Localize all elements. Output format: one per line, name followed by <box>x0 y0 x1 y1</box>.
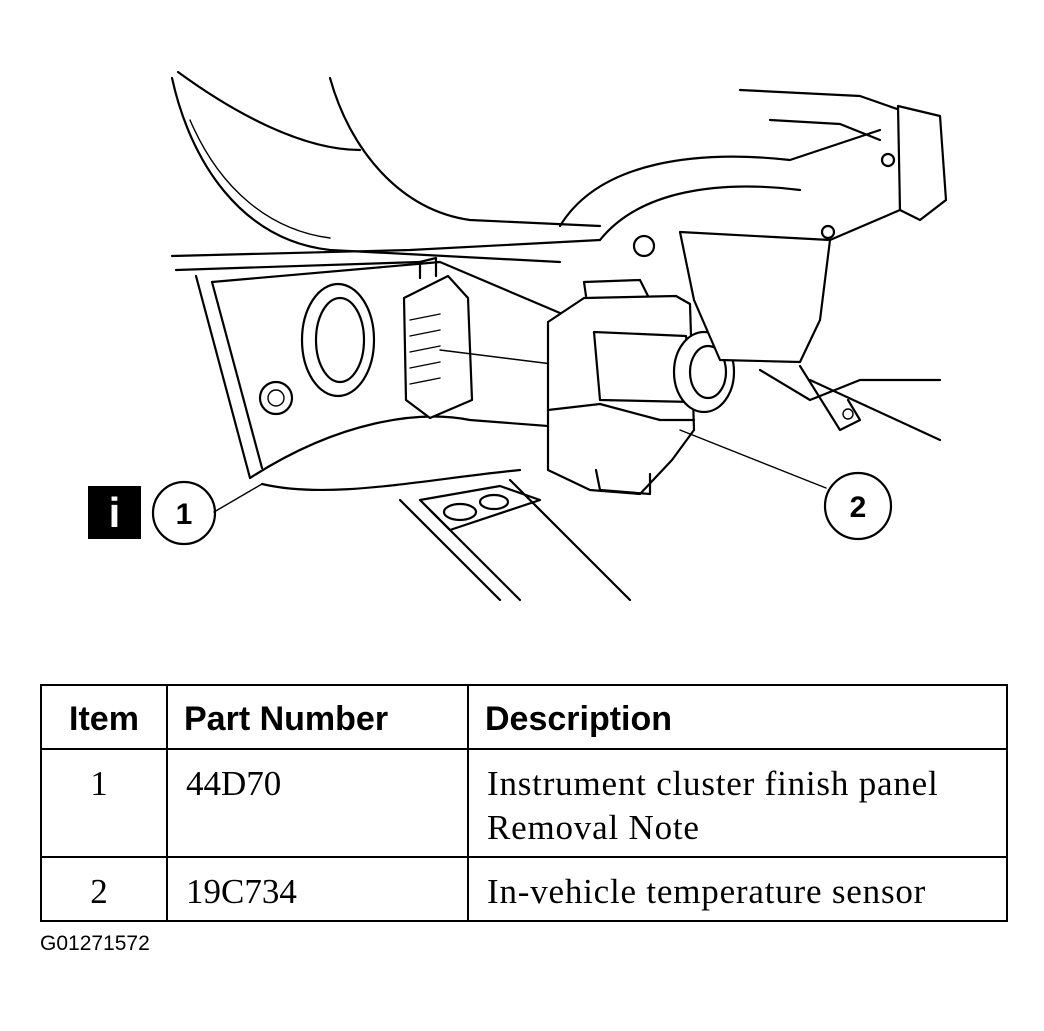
callout-2-leader <box>679 429 827 489</box>
console-vent-frame <box>418 484 542 532</box>
header-part-number: Part Number <box>166 684 469 750</box>
air-duct <box>678 230 832 364</box>
panel-lower-sweep <box>248 415 602 480</box>
row-2-part-number: 19C734 <box>166 856 469 922</box>
oval-opening <box>300 282 376 398</box>
upper-dash-curve-mid <box>328 76 602 228</box>
connector-tab <box>418 256 438 280</box>
mount-hole <box>842 408 854 420</box>
table-row: 1 44D70 Instrument cluster finish panel … <box>40 748 1008 858</box>
center-console-edge-3 <box>508 478 632 602</box>
row-1-description: Instrument cluster finish panel Removal … <box>467 748 1008 858</box>
sensor-seam <box>546 402 696 422</box>
fastener-hole-inner <box>267 389 285 407</box>
sensor-tube-bore <box>688 344 728 400</box>
row-1-part-number: 44D70 <box>166 748 469 858</box>
row-1-item: 1 <box>40 748 168 858</box>
center-console-edge <box>398 498 502 602</box>
panel-frame-left-2 <box>210 280 264 470</box>
panel-opening-top-2 <box>174 260 422 272</box>
mount-bracket <box>798 364 862 432</box>
screw-hole-b <box>820 224 836 240</box>
console-vent-left <box>442 502 478 522</box>
console-vent-right <box>478 493 510 511</box>
callout-1-circle <box>151 480 217 546</box>
row-2-description: In-vehicle temperature sensor <box>467 856 1008 922</box>
sensor-foot <box>594 468 652 496</box>
callout-2-circle <box>823 471 893 541</box>
table-header-row: Item Part Number Description <box>40 684 1008 750</box>
fastener-hole <box>258 380 294 416</box>
callout-2-number: 2 <box>850 491 867 524</box>
upper-dash-rim <box>189 119 331 239</box>
row-2-description-line-1: In-vehicle temperature sensor <box>487 872 927 911</box>
lower-rail <box>808 378 942 442</box>
sensor-bracket <box>582 278 650 298</box>
header-item: Item <box>40 684 168 750</box>
callout-1-number: 1 <box>176 498 193 531</box>
panel-lower-lip <box>260 468 522 492</box>
row-1-description-line-1: Instrument cluster finish panel <box>487 764 939 803</box>
callout-1-leader <box>213 483 263 513</box>
row-1-description-line-2: Removal Note <box>487 808 700 847</box>
screw-hole-c <box>880 152 896 168</box>
panel-opening-top <box>170 238 602 258</box>
table-row: 2 19C734 In-vehicle temperature sensor <box>40 856 1008 922</box>
info-icon: i <box>88 486 141 539</box>
screw-hole-a <box>632 234 656 258</box>
duct-top <box>558 128 882 228</box>
panel-frame-left <box>194 274 252 480</box>
upper-dash-curve-outer <box>170 76 562 264</box>
column-shroud <box>738 88 902 242</box>
knee-bolster <box>758 368 942 402</box>
duct-top-2 <box>598 185 802 242</box>
column-shroud-2 <box>768 118 882 142</box>
info-icon-letter: i <box>108 489 121 536</box>
header-description: Description <box>467 684 1008 750</box>
connector-ribs <box>409 313 441 385</box>
column-bracket <box>896 104 948 222</box>
figure-id: G01271572 <box>40 932 150 955</box>
parts-table: Item Part Number Description 1 44D70 Ins… <box>40 684 1008 922</box>
oval-opening-inner <box>314 296 366 384</box>
upper-dash-curve-inner <box>176 70 362 152</box>
dashboard-illustration: 1 2 <box>151 70 948 602</box>
row-2-item: 2 <box>40 856 168 922</box>
panel-frame-inner <box>210 260 602 332</box>
